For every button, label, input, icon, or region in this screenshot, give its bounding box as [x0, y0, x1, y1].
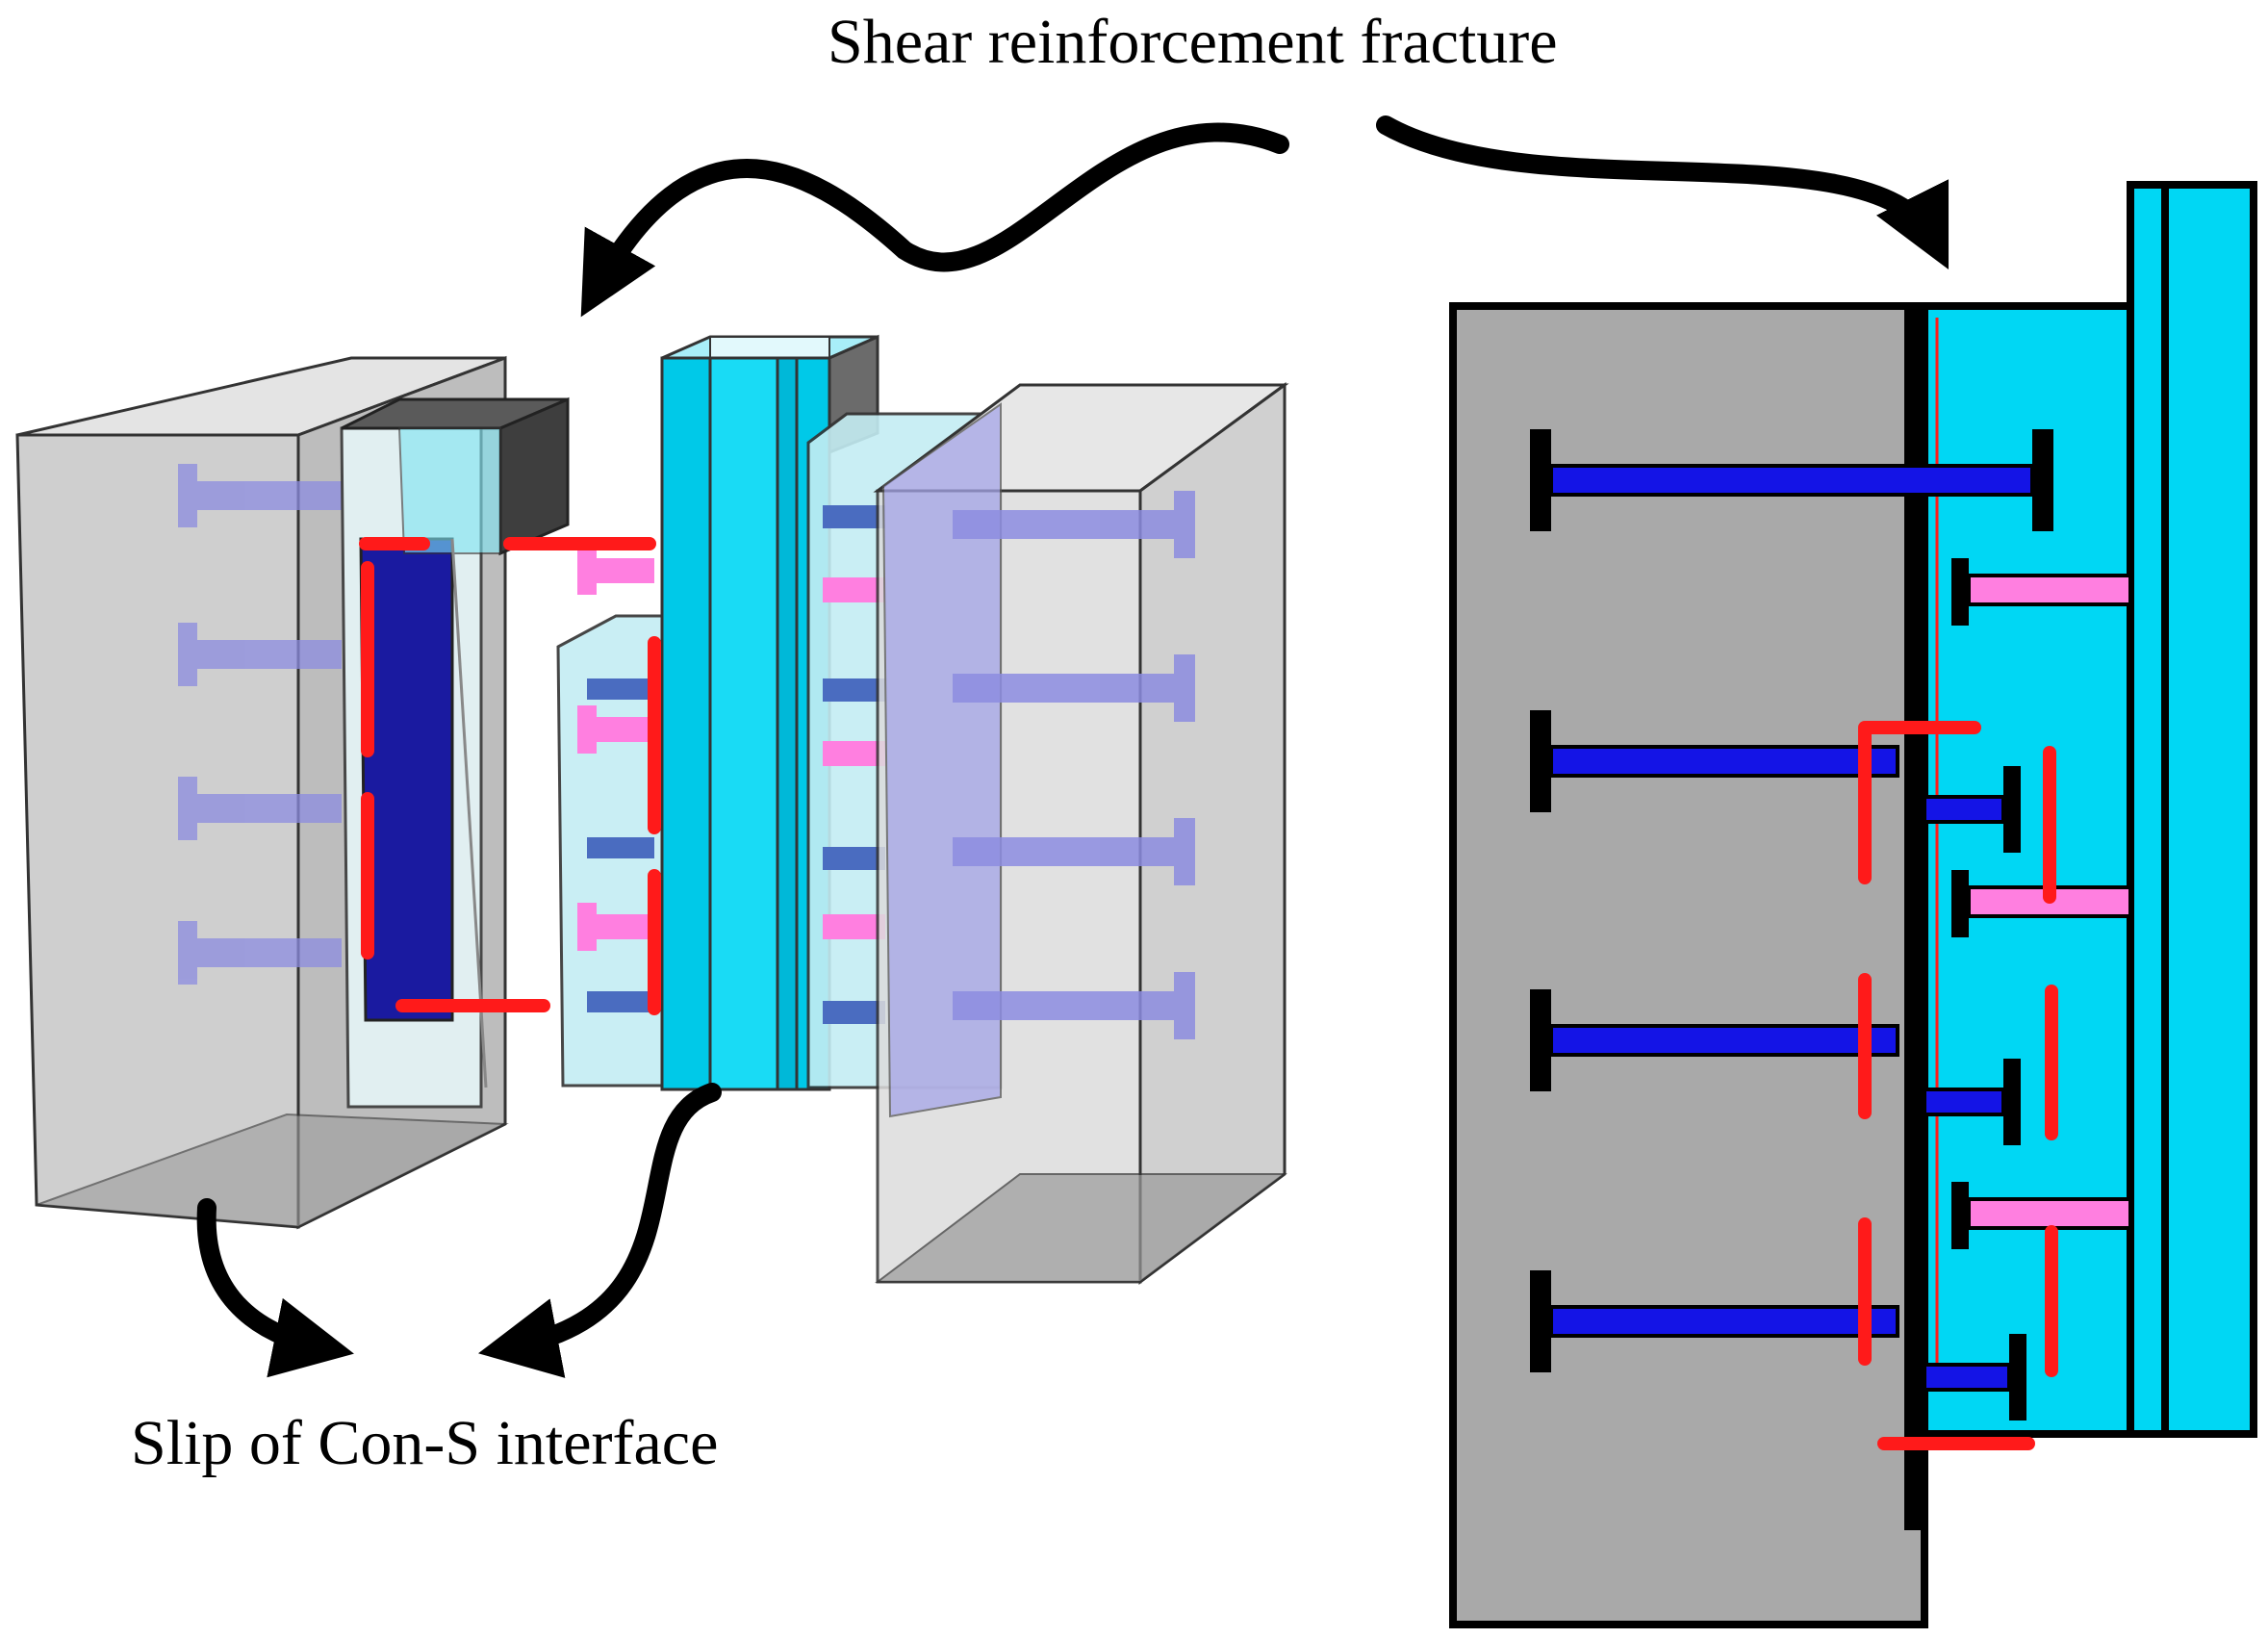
annotation-arrows — [196, 115, 1949, 1378]
blue-studs-left-box — [587, 678, 654, 1012]
steel-column — [660, 334, 879, 1091]
fracture-path-3d — [359, 537, 661, 1015]
faded-studs-right-block — [953, 491, 1195, 1039]
left-concrete-block — [15, 355, 570, 1230]
fracture-path-2d — [1858, 721, 2058, 1450]
concrete-section — [1449, 302, 1928, 1628]
faded-studs-left-block — [178, 464, 342, 985]
steel-flange — [2127, 181, 2257, 1438]
label-shear-reinforcement-fracture: Shear reinforcement fracture — [828, 7, 1558, 77]
arrow-slip-left — [196, 1198, 354, 1378]
section-2d-view — [1449, 181, 2257, 1628]
arrow-to-3d-fracture — [580, 122, 1289, 318]
exploded-3d-view — [15, 334, 1289, 1285]
left-cover-box — [556, 547, 664, 1088]
short-studs — [1923, 766, 2026, 1420]
right-concrete-block — [873, 382, 1289, 1285]
arrow-to-2d-fracture — [1376, 115, 1949, 270]
pink-studs-right — [823, 577, 885, 939]
arrow-slip-center — [477, 1083, 722, 1378]
pink-studs-left — [577, 547, 654, 951]
long-studs — [1530, 429, 2053, 1372]
label-slip-of-con-s-interface: Slip of Con-S interface — [131, 1408, 719, 1478]
blue-studs-right-box — [823, 505, 885, 1024]
